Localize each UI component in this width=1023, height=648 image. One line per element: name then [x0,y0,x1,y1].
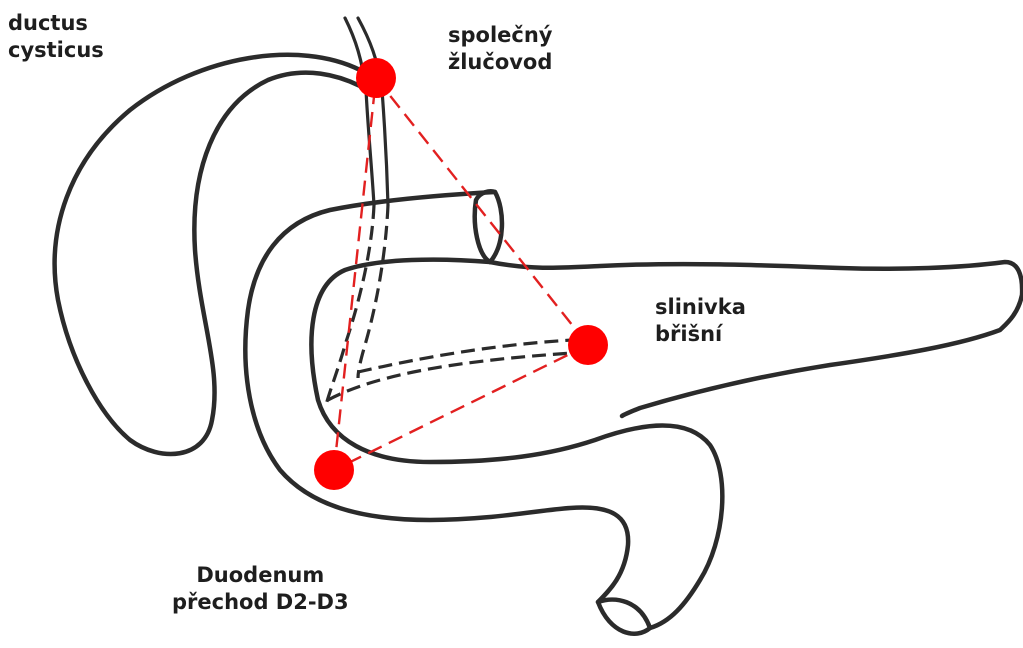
cystic-duct-outline [55,55,360,454]
duodenum-line1: Duodenum [172,562,349,589]
ductus-cysticus-line2: cysticus [8,37,104,64]
ductus-cysticus-line1: ductus [8,10,104,37]
pancreas-marker [568,325,608,365]
duodenum-outer-outline [245,192,628,602]
pancreas-label: slinivka břišní [655,294,746,348]
pancreatic-duct-lower [328,353,572,400]
pancreas-line1: slinivka [655,294,746,321]
common-bile-duct-line2: žlučovod [448,49,553,76]
triangle-edge-cbd-pancreas [376,78,588,345]
duodenum-stump-top [475,191,502,262]
duodenum-line2: přechod D2-D3 [172,589,349,616]
pancreas-line2: břišní [655,321,746,348]
ductus-cysticus-label: ductus cysticus [8,10,104,64]
common-bile-duct-marker [356,58,396,98]
common-bile-duct-label: společný žlučovod [448,22,553,76]
duodenum-label: Duodenum přechod D2-D3 [172,562,349,616]
duodenum-marker [314,450,354,490]
duodenum-stump-bottom [598,600,650,634]
bile-duct-dashed-left [326,205,374,405]
common-bile-duct-line1: společný [448,22,553,49]
